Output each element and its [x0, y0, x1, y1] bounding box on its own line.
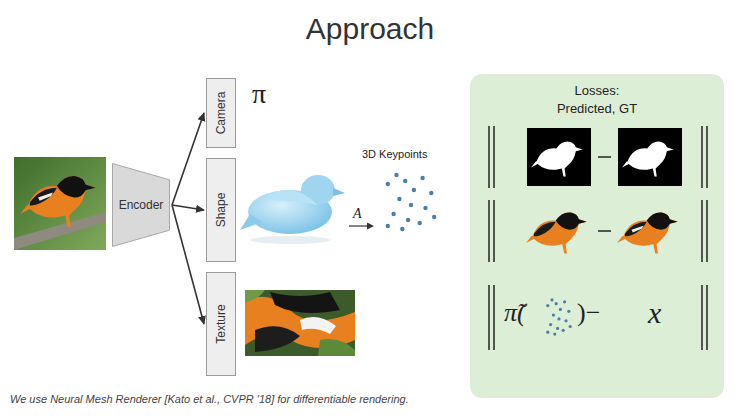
- keypoint-dot: [556, 327, 559, 330]
- caption: We use Neural Mesh Renderer [Kato et al.…: [10, 393, 409, 405]
- keypoint-dot: [386, 224, 390, 228]
- keypoint-dot: [564, 319, 567, 322]
- projection-symbol: π̃(: [504, 298, 526, 328]
- keypoint-loss: [489, 285, 707, 350]
- image-loss: [489, 200, 707, 262]
- mask-loss: [489, 126, 707, 188]
- keypoint-dot: [555, 302, 558, 305]
- keypoint-dot: [562, 329, 565, 332]
- panel-heading: Predicted, GT: [470, 100, 724, 118]
- mesh-shape: [240, 175, 345, 244]
- keypoint-dot: [567, 310, 570, 313]
- keypoint-dot: [546, 304, 549, 307]
- keypoint-dot: [397, 197, 401, 201]
- panel-heading: Losses:: [470, 82, 724, 100]
- keypoint-dot: [418, 221, 422, 225]
- input-photo: [14, 157, 106, 250]
- keypoint-dot: [409, 203, 413, 207]
- camera-symbol: π: [252, 78, 266, 110]
- box-label: Camera: [214, 92, 228, 135]
- box-label: Texture: [214, 304, 228, 343]
- output-box: Camera: [206, 78, 236, 148]
- keypoint-dot: [412, 188, 416, 192]
- keypoint-dot: [429, 191, 433, 195]
- keypoint-dot: [391, 212, 395, 216]
- keypoint-dot: [557, 317, 560, 320]
- arrow-connector: [172, 205, 204, 324]
- keypoint-dot: [394, 173, 398, 177]
- keypoint-dot: [546, 331, 549, 334]
- keypoint-dot: [569, 325, 572, 328]
- keypoint-dot: [550, 298, 553, 301]
- keypoint-symbol: x: [648, 296, 661, 330]
- keypoint-dot: [559, 308, 562, 311]
- keypoint-dot: [403, 179, 407, 183]
- keypoints: [386, 173, 437, 231]
- keypoint-dot: [386, 182, 390, 186]
- keypoint-dot: [552, 314, 555, 317]
- keypoint-dot: [553, 333, 556, 336]
- slide-title: Approach: [0, 12, 740, 46]
- keypoint-dot: [423, 206, 427, 210]
- keypoint-caption: 3D Keypoints: [362, 148, 427, 160]
- keypoints: [546, 298, 572, 335]
- arrow-connector: [172, 205, 204, 210]
- keypoint-dot: [420, 176, 424, 180]
- keypoint-dot: [563, 300, 566, 303]
- keypoint-dot: [406, 218, 410, 222]
- arrow-connector: [172, 113, 204, 205]
- projection-arrow: [349, 223, 374, 230]
- losses-panel: Losses:Predicted, GT: [470, 74, 724, 398]
- keypoint-dot: [400, 227, 404, 231]
- keypoint-dot: [549, 323, 552, 326]
- encoder-block: Encoder: [112, 163, 170, 247]
- formula-part: )−: [577, 298, 600, 328]
- block-label: Encoder: [119, 198, 164, 212]
- output-box: Texture: [206, 272, 236, 376]
- texture-map: [245, 290, 355, 356]
- keypoint-dot: [432, 215, 436, 219]
- matrix-symbol: A: [353, 206, 362, 222]
- box-label: Shape: [214, 193, 228, 228]
- output-box: Shape: [206, 158, 236, 262]
- losses-panel: [470, 74, 724, 398]
